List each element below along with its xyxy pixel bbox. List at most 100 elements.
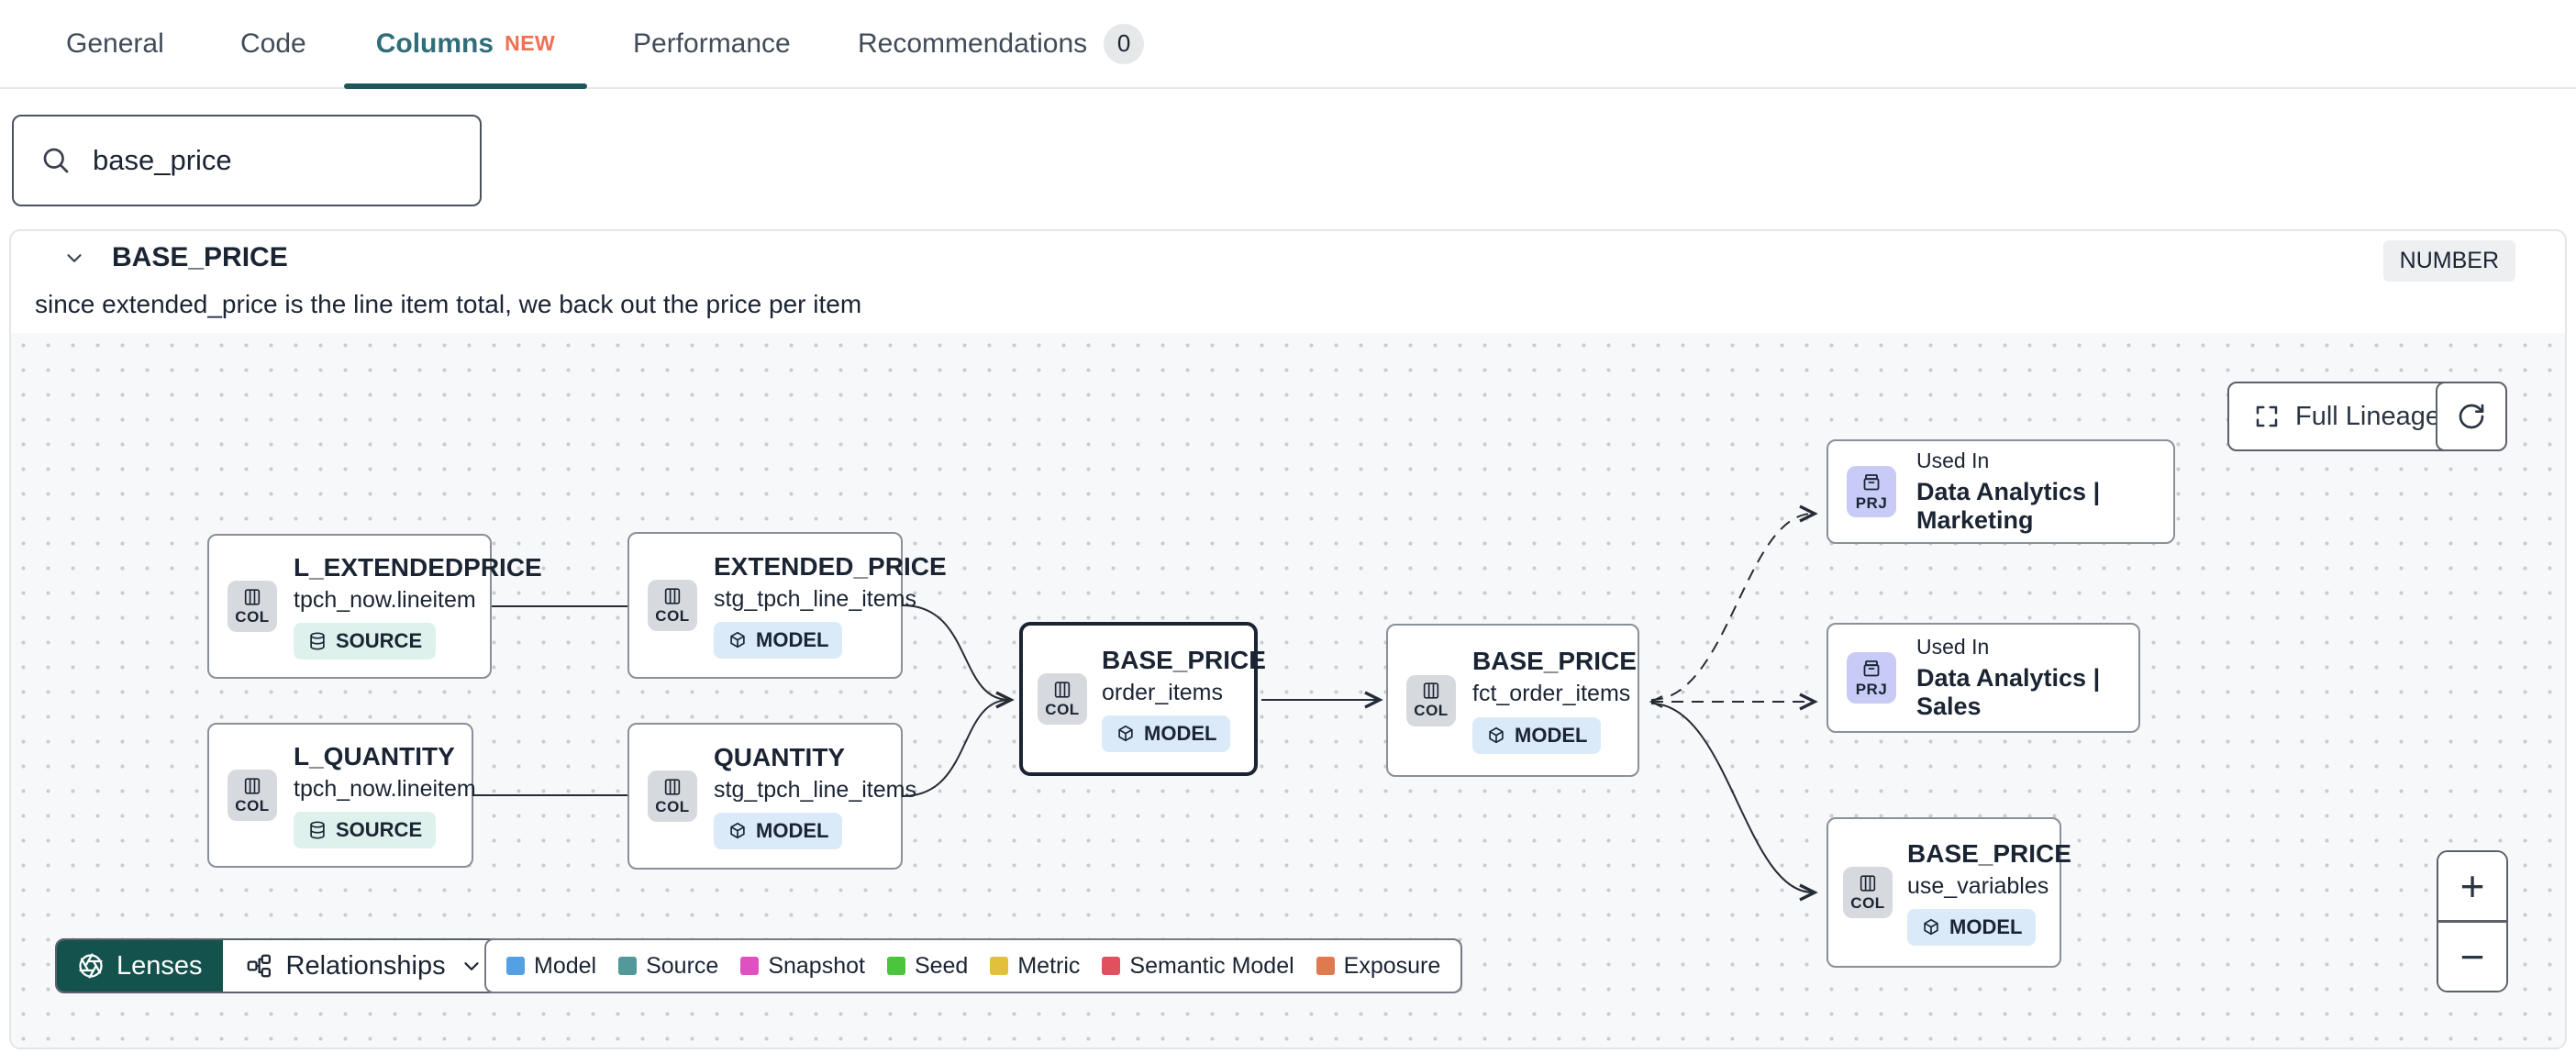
model-badge: MODEL [1102, 715, 1231, 753]
tile-label: PRJ [1855, 680, 1888, 698]
tile-label: COL [655, 797, 690, 815]
node-title: L_QUANTITY [294, 741, 455, 770]
node-subtitle: use_variables [1907, 872, 2049, 899]
tile-label: COL [1045, 700, 1080, 718]
model-badge: MODEL [714, 813, 843, 850]
column-search [12, 115, 482, 206]
lineage-node-used-in-marketing[interactable]: PRJ Used In Data Analytics | Marketing [1827, 439, 2175, 544]
search-input[interactable] [72, 116, 480, 205]
node-title: BASE_PRICE [1102, 645, 1266, 674]
legend-item-semantic-model: Semantic Model [1102, 953, 1294, 980]
source-badge: SOURCE [294, 623, 437, 660]
column-header-row: BASE_PRICE NUMBER [11, 231, 2565, 284]
cube-icon [1118, 726, 1133, 742]
column-tile: COL [228, 581, 277, 632]
node-subtitle: fct_order_items [1472, 681, 1631, 707]
lineage-node-base-price-use-variables[interactable]: COL BASE_PRICE use_variables MODEL [1827, 817, 2071, 968]
legend-item-source: Source [618, 953, 718, 980]
tab-label: Recommendations [858, 28, 1088, 59]
tab-performance[interactable]: Performance [633, 0, 791, 87]
column-name: BASE_PRICE [112, 242, 288, 272]
model-badge: MODEL [1907, 909, 2037, 947]
tile-label: PRJ [1855, 493, 1888, 512]
lineage-canvas[interactable]: COL L_EXTENDEDPRICE tpch_now.lineitem SO… [11, 333, 2565, 1047]
full-lineage-label: Full Lineage [2295, 401, 2440, 431]
zoom-out-button[interactable]: − [2438, 922, 2506, 991]
tab-label: Performance [633, 28, 791, 59]
lineage-node-l-quantity[interactable]: COL L_QUANTITY tpch_now.lineitem SOURCE [207, 723, 476, 868]
collapse-chevron-icon[interactable] [62, 246, 86, 270]
node-subtitle: order_items [1102, 679, 1223, 705]
cube-icon [1924, 919, 1938, 936]
legend-swatch [990, 957, 1009, 975]
node-type-legend: Model Source Snapshot Seed Metric Semant… [484, 938, 1463, 993]
lineage-node-quantity[interactable]: COL QUANTITY stg_tpch_line_items MODEL [627, 723, 916, 870]
node-subtitle: tpch_now.lineitem [294, 775, 476, 802]
source-badge: SOURCE [294, 812, 437, 849]
node-subtitle: stg_tpch_line_items [714, 585, 916, 612]
tile-label: COL [235, 607, 270, 626]
aperture-icon [79, 953, 103, 979]
tab-label: Code [240, 28, 306, 59]
tab-label: Columns [375, 28, 494, 59]
zoom-control: + − [2437, 850, 2508, 992]
lineage-node-base-price-order-items[interactable]: COL BASE_PRICE order_items MODEL [1019, 622, 1266, 776]
chevron-down-icon [464, 962, 479, 970]
column-type-badge: NUMBER [2382, 240, 2515, 282]
refresh-button[interactable] [2436, 382, 2507, 451]
column-panel: BASE_PRICE NUMBER since extended_price i… [9, 229, 2567, 1049]
cube-icon [730, 632, 745, 648]
tab-bar: General Code Columns NEW Performance Rec… [0, 0, 2576, 89]
tile-label: COL [1414, 702, 1449, 719]
legend-item-metric: Metric [990, 953, 1080, 980]
legend-swatch [618, 957, 638, 975]
node-title: QUANTITY [714, 742, 846, 771]
node-title: BASE_PRICE [1472, 647, 1637, 676]
cube-icon [1489, 726, 1504, 744]
zoom-in-button[interactable]: + [2438, 852, 2506, 921]
legend-item-snapshot: Snapshot [740, 953, 865, 980]
columns-icon [1423, 682, 1439, 699]
fullscreen-icon [2256, 405, 2278, 427]
column-tile: COL [648, 580, 697, 631]
node-title: BASE_PRICE [1907, 838, 2071, 868]
lenses-label: Lenses [117, 950, 203, 981]
cube-icon [730, 823, 745, 839]
lenses-button[interactable]: Lenses [57, 940, 223, 992]
zoom-divider [2438, 920, 2506, 923]
archive-icon [1863, 660, 1880, 676]
legend-swatch [740, 957, 760, 975]
tab-label: General [66, 28, 164, 59]
tab-columns[interactable]: Columns NEW [344, 0, 587, 89]
lineage-edges [473, 504, 1818, 902]
lineage-node-extended-price[interactable]: COL EXTENDED_PRICE stg_tpch_line_items M… [627, 532, 947, 679]
relationships-dropdown[interactable]: Relationships [223, 940, 505, 992]
column-description: since extended_price is the line item to… [35, 290, 862, 318]
lineage-node-base-price-fct-order-items[interactable]: COL BASE_PRICE fct_order_items MODEL [1386, 624, 1639, 777]
lineage-node-l-extendedprice[interactable]: COL L_EXTENDEDPRICE tpch_now.lineitem SO… [207, 534, 542, 679]
legend-item-seed: Seed [886, 953, 968, 980]
node-subtitle: stg_tpch_line_items [714, 776, 916, 803]
columns-icon [1054, 681, 1071, 698]
used-in-label: Used In [1916, 635, 1990, 659]
database-icon [310, 821, 325, 840]
tab-code[interactable]: Code [240, 0, 306, 87]
columns-icon [664, 587, 681, 604]
full-lineage-button[interactable]: Full Lineage [2227, 382, 2466, 451]
recommendations-count-badge: 0 [1104, 23, 1145, 64]
project-tile: PRJ [1847, 466, 1896, 517]
columns-icon [1860, 874, 1876, 892]
refresh-icon [2459, 404, 2484, 429]
tile-label: COL [235, 796, 270, 815]
column-tile: COL [1406, 674, 1456, 726]
search-icon [43, 148, 69, 173]
columns-icon [664, 778, 681, 795]
legend-swatch [1316, 957, 1335, 975]
tab-recommendations[interactable]: Recommendations 0 [858, 0, 1145, 87]
tab-general[interactable]: General [66, 0, 164, 87]
legend-swatch [506, 957, 525, 975]
column-tile: COL [648, 770, 697, 822]
column-tile: COL [1843, 867, 1893, 918]
legend-item-model: Model [506, 953, 596, 980]
lineage-node-used-in-sales[interactable]: PRJ Used In Data Analytics | Sales [1827, 623, 2140, 733]
